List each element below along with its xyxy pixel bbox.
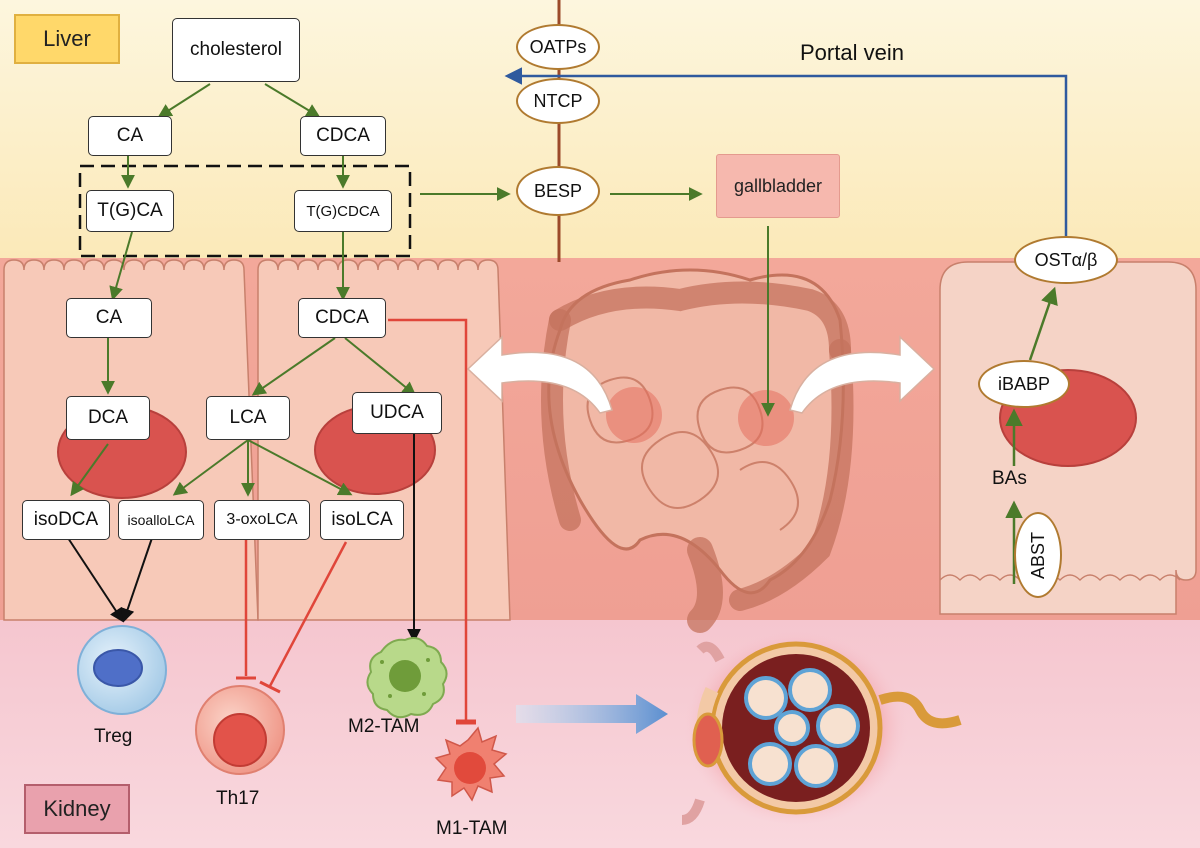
- bas-label: BAs: [992, 468, 1027, 489]
- m2-tam-cell-illustration: [366, 637, 448, 719]
- th17-cell-illustration: [195, 685, 285, 775]
- th17-label: Th17: [216, 788, 260, 809]
- tgca-node: T(G)CA: [86, 190, 174, 232]
- ost-transporter: OSTα/β: [1014, 236, 1118, 284]
- isoallolca-node: isoalloLCA: [118, 500, 204, 540]
- lca-node: LCA: [206, 396, 290, 440]
- udca-node: UDCA: [352, 392, 442, 434]
- abst-label: ABST: [1027, 531, 1048, 579]
- portal-vein-label: Portal vein: [800, 40, 904, 65]
- intestine-illustration: [541, 268, 854, 633]
- treg-cell-illustration: [77, 625, 167, 715]
- ntcp-transporter: NTCP: [516, 78, 600, 124]
- dca-node: DCA: [66, 396, 150, 440]
- ca-liver-node: CA: [88, 116, 172, 156]
- tgcdca-node: T(G)CDCA: [294, 190, 392, 232]
- oxolca-node: 3-oxoLCA: [214, 500, 310, 540]
- ibabp-transporter: iBABP: [978, 360, 1070, 408]
- gallbladder-node: gallbladder: [716, 154, 840, 218]
- oatps-transporter: OATPs: [516, 24, 600, 70]
- besp-transporter: BESP: [516, 166, 600, 216]
- m2-tam-label: M2-TAM: [348, 716, 420, 737]
- liver-region-label: Liver: [14, 14, 120, 64]
- ca-gut-node: CA: [66, 298, 152, 338]
- cdca-gut-node: CDCA: [298, 298, 386, 338]
- cholesterol-node: cholesterol: [172, 18, 300, 82]
- cdca-liver-node: CDCA: [300, 116, 386, 156]
- m1-tam-cell-illustration: [434, 726, 508, 802]
- abst-transporter: ABST: [1014, 512, 1062, 598]
- m1-tam-label: M1-TAM: [436, 818, 508, 839]
- kidney-glomerulus-illustration: [681, 630, 962, 826]
- kidney-region-label: Kidney: [24, 784, 130, 834]
- isodca-node: isoDCA: [22, 500, 110, 540]
- isolca-node: isoLCA: [320, 500, 404, 540]
- treg-label: Treg: [94, 726, 133, 747]
